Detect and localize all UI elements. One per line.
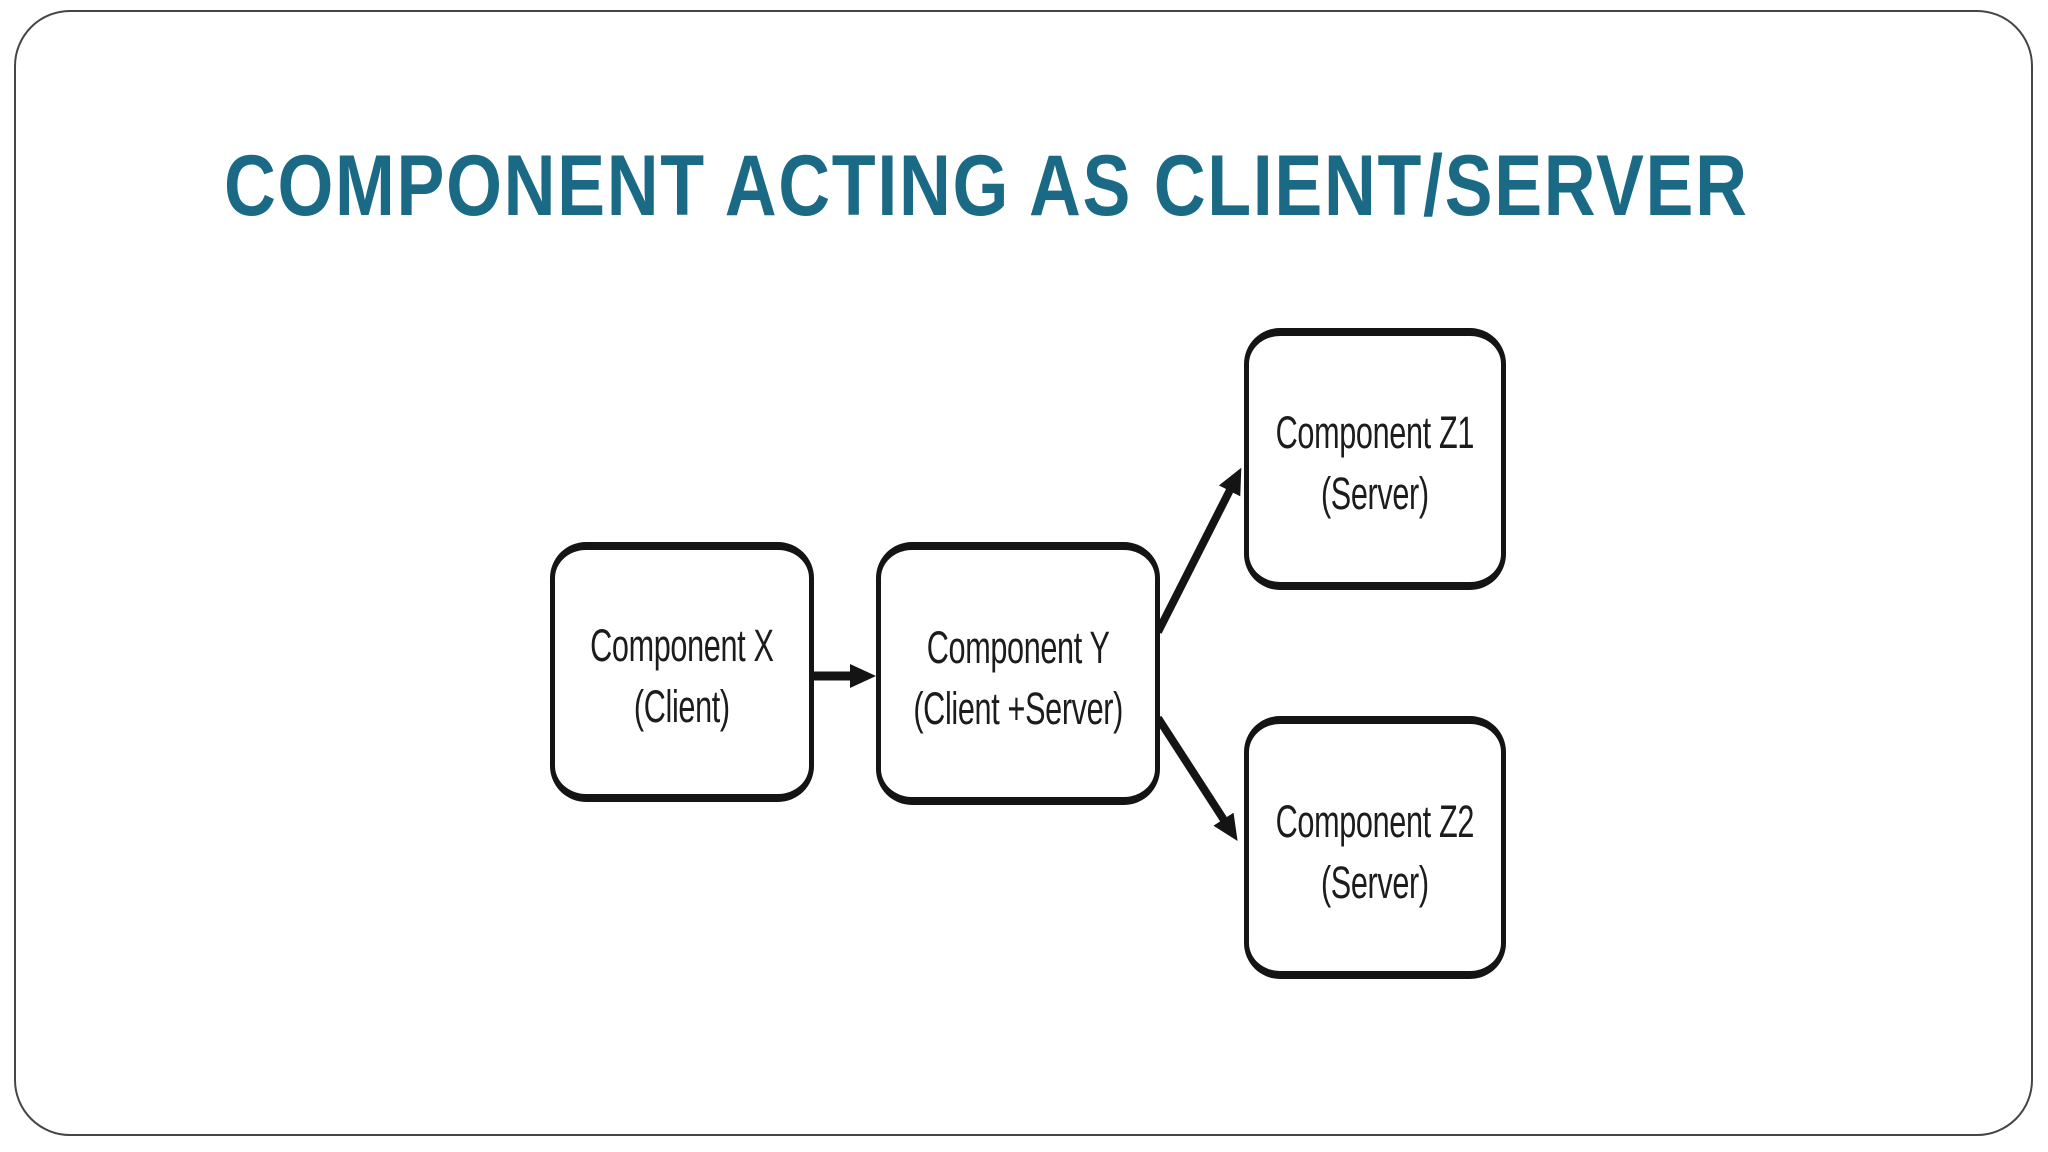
arrow-y-to-z1	[1154, 467, 1242, 634]
node-component-x: Component X (Client)	[550, 542, 814, 802]
slide: COMPONENT ACTING AS CLIENT/SERVER Compon…	[14, 10, 2033, 1136]
node-sublabel: (Server)	[1321, 856, 1429, 908]
node-component-y-text: Component Y (Client +Server)	[913, 609, 1123, 739]
node-component-z1: Component Z1 (Server)	[1244, 328, 1506, 590]
arrow-y-to-z2	[1154, 715, 1238, 841]
node-component-y: Component Y (Client +Server)	[876, 542, 1160, 805]
slide-title: COMPONENT ACTING AS CLIENT/SERVER	[224, 138, 1749, 234]
node-label: Component Z2	[1275, 795, 1475, 847]
node-component-z1-text: Component Z1 (Server)	[1275, 394, 1475, 524]
connector-arrows	[814, 467, 1242, 841]
node-component-x-text: Component X (Client)	[590, 607, 774, 737]
node-sublabel: (Server)	[1321, 468, 1429, 519]
node-sublabel: (Client +Server)	[913, 682, 1123, 734]
node-component-z2-text: Component Z2 (Server)	[1275, 783, 1475, 913]
node-label: Component Z1	[1275, 407, 1475, 458]
node-component-z2: Component Z2 (Server)	[1244, 716, 1506, 979]
node-sublabel: (Client)	[634, 681, 730, 732]
node-label: Component X	[590, 620, 774, 671]
node-label: Component Y	[926, 621, 1110, 673]
